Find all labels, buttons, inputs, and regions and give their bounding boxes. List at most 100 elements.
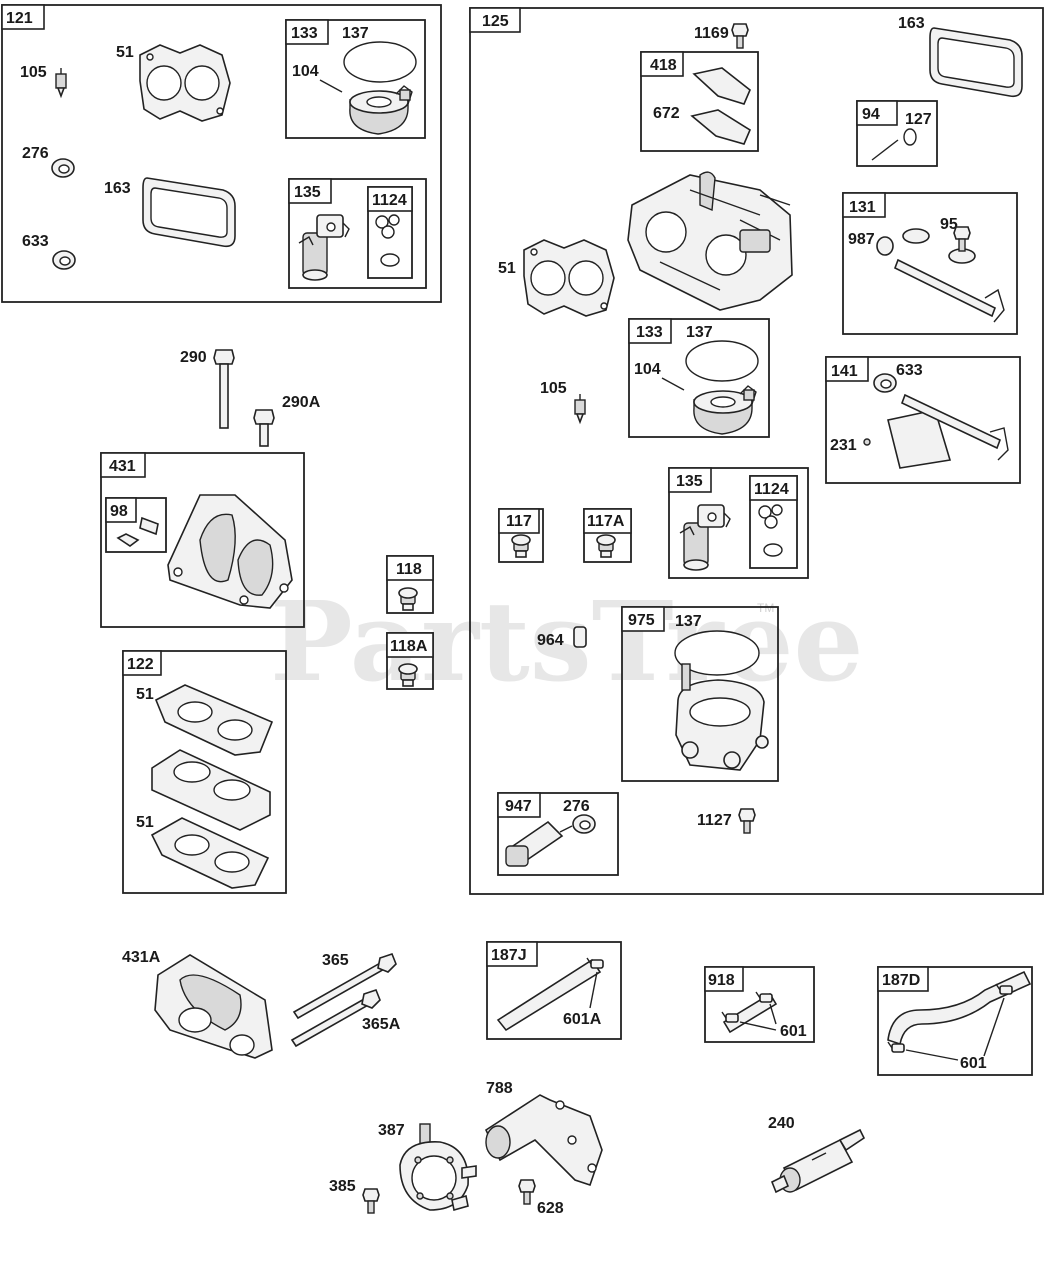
kit-94[interactable]: 94 127	[856, 100, 938, 167]
callout-418: 418	[650, 57, 677, 74]
kit-187J[interactable]: 187J 601A	[486, 941, 622, 1040]
callout-121: 121	[6, 10, 33, 27]
fuel-line-icon	[887, 970, 1032, 1046]
washer-icon	[52, 250, 76, 270]
gasket-icon	[139, 44, 231, 122]
callout-276: 276	[22, 145, 49, 162]
callout-365A: 365A	[362, 1016, 401, 1033]
callout-51: 51	[498, 260, 516, 277]
kit-118[interactable]: 118	[386, 555, 434, 614]
throttle-shaft-icon	[900, 393, 1002, 450]
kit-975[interactable]: 975 137	[621, 606, 779, 782]
callout-104: 104	[292, 63, 319, 80]
screw-icon	[863, 438, 871, 446]
gasket-icon	[154, 684, 274, 756]
screw-icon	[953, 226, 971, 252]
callout-672: 672	[653, 105, 680, 122]
callout-95: 95	[940, 216, 958, 233]
throttle-shaft-icon	[893, 258, 997, 318]
kit-133[interactable]: 133 137 104	[285, 19, 426, 139]
gasket-icon	[692, 67, 751, 105]
callout-365: 365	[322, 952, 349, 969]
washer-icon	[873, 373, 897, 393]
callout-1127: 1127	[697, 812, 732, 829]
callout-118A: 118A	[390, 638, 428, 655]
hose-clamp-icon	[887, 1041, 905, 1053]
kit-187D[interactable]: 187D 601	[877, 966, 1033, 1076]
callout-163: 163	[898, 15, 925, 32]
screw-icon	[518, 1179, 536, 1205]
callout-290: 290	[180, 349, 207, 366]
hose-clamp-icon	[721, 1011, 739, 1023]
fuel-solenoid-icon	[679, 504, 731, 571]
callout-122: 122	[127, 656, 154, 673]
callout-918: 918	[708, 972, 735, 989]
callout-788: 788	[486, 1080, 513, 1097]
kit-122[interactable]: 122 51 51	[122, 650, 287, 894]
throttle-plate-icon	[887, 409, 952, 469]
spacer-icon	[573, 626, 587, 648]
float-pin-icon	[319, 79, 343, 93]
callout-135: 135	[676, 473, 703, 490]
spring-icon	[139, 516, 159, 536]
kit-117[interactable]: 117	[498, 508, 544, 563]
callout-137: 137	[675, 613, 702, 630]
callout-240: 240	[768, 1115, 795, 1132]
washer-icon	[572, 814, 596, 834]
callout-133: 133	[291, 25, 318, 42]
screw-icon	[362, 1188, 380, 1214]
kit-947[interactable]: 947 276	[497, 792, 619, 876]
callout-127: 127	[905, 111, 932, 128]
kit-135[interactable]: 135 1124	[668, 467, 809, 579]
o-ring-icon	[903, 128, 917, 146]
callout-105: 105	[540, 380, 567, 397]
callout-387: 387	[378, 1122, 405, 1139]
callout-135: 135	[294, 184, 321, 201]
callout-633: 633	[22, 233, 49, 250]
kit-117A[interactable]: 117A	[583, 508, 632, 563]
kit-418[interactable]: 418 672	[640, 51, 759, 152]
kit-135[interactable]: 135 1124	[288, 178, 427, 289]
fuel-filter-icon	[770, 1128, 866, 1194]
carburetor-assembly-125[interactable]: 125 1169 163 418 672 94 127	[469, 7, 1044, 895]
gasket-icon	[150, 817, 270, 889]
gasket-icon	[142, 177, 236, 248]
callout-137: 137	[686, 324, 713, 341]
kit-431[interactable]: 431 98	[100, 452, 305, 628]
bracket-icon	[984, 288, 1005, 323]
callout-125: 125	[482, 13, 509, 30]
callout-947: 947	[505, 798, 532, 815]
callout-187D: 187D	[882, 972, 920, 989]
callout-117: 117	[506, 513, 532, 530]
spacer-icon	[151, 749, 271, 831]
callout-633: 633	[896, 362, 923, 379]
kit-918[interactable]: 918 601	[704, 966, 815, 1043]
callout-1124: 1124	[372, 192, 407, 209]
kit-121[interactable]: 121 105 51 276 163 633 133 137 104 135	[1, 4, 442, 303]
o-ring-icon	[343, 41, 417, 83]
callout-628: 628	[537, 1200, 564, 1217]
plug-icon	[596, 534, 616, 558]
kit-133[interactable]: 133 137 104	[628, 318, 770, 438]
callout-231: 231	[830, 437, 857, 454]
callout-975: 975	[628, 612, 655, 629]
kit-131[interactable]: 131 95 987	[842, 192, 1018, 335]
watermark-mark: TM	[757, 601, 774, 615]
callout-276: 276	[563, 798, 590, 815]
carburetor-icon	[627, 171, 793, 311]
callout-118: 118	[396, 561, 422, 578]
callout-104: 104	[634, 361, 661, 378]
callout-51: 51	[116, 44, 134, 61]
o-ring-icon	[375, 214, 400, 267]
callout-431A: 431A	[122, 949, 161, 966]
kit-141[interactable]: 141 633 231	[825, 356, 1021, 484]
callout-601: 601	[780, 1023, 807, 1040]
bolt-icon	[253, 409, 275, 447]
callout-601A: 601A	[563, 1011, 602, 1028]
callout-51: 51	[136, 814, 154, 831]
callout-290A: 290A	[282, 394, 321, 411]
inlet-needle-icon	[55, 67, 67, 97]
kit-118A[interactable]: 118A	[386, 632, 434, 690]
fuel-solenoid-icon	[298, 214, 350, 281]
